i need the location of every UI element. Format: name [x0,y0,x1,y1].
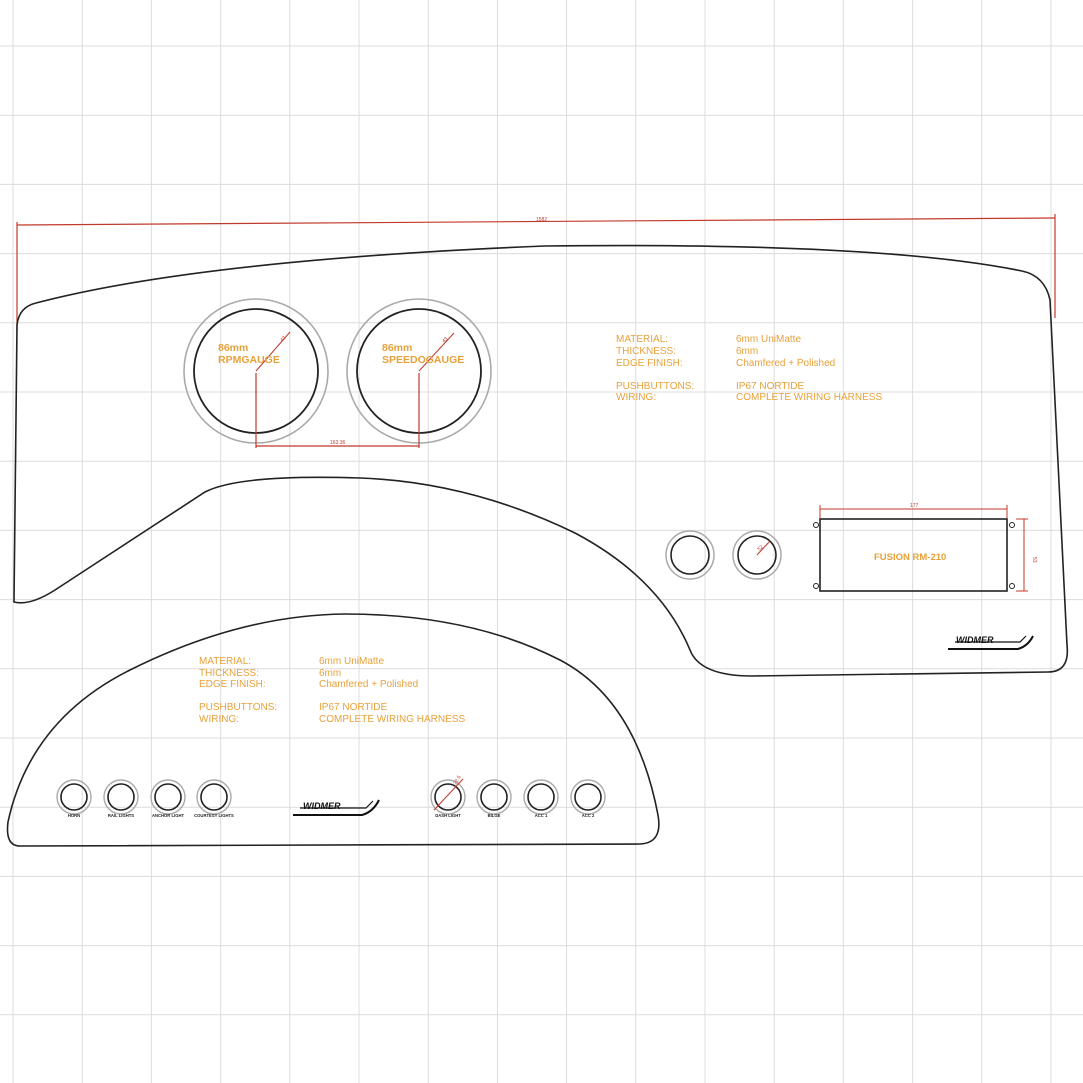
radio-height-dim: 53 [1031,557,1037,563]
overall-dimension [16,214,1056,330]
rpm-radius-dim: 43 [279,335,287,343]
pushbutton: ANCHOR LIGHT [150,779,186,818]
speedo-gauge-name: SPEEDOGAUGE [382,354,464,366]
pushbutton-label: HORN [68,813,80,818]
lower-logo: WIDMER [293,799,380,816]
button-dim-line [433,778,464,811]
gauge-spacing-text: 163.36 [330,440,346,446]
button-dim-text: 22.5 [453,774,463,786]
lower-specs: MATERIAL: 6mm UniMatte THICKNESS: 6mm ED… [199,656,465,725]
lower-wiring-value: COMPLETE WIRING HARNESS [319,714,465,725]
pushbutton: BILGE [476,779,512,818]
small-gauge-left [665,530,715,580]
lower-material-value: 6mm UniMatte [319,656,384,667]
lower-thickness-value: 6mm [319,668,341,679]
pushbutton: COURTESY LIGHTS [194,779,234,818]
upper-material-value: 6mm UniMatte [736,334,801,345]
pushbutton-label: ANCHOR LIGHT [152,813,185,818]
lower-wiring-label: WIRING: [199,714,239,725]
upper-logo: WIDMER [948,635,1034,650]
gauge-spacing-dimension [255,373,420,448]
upper-material-label: MATERIAL: [616,334,668,345]
upper-edge-label: EDGE FINISH: [616,358,683,369]
radio-cutout [813,505,1028,592]
rpm-gauge-name: RPMGAUGE [218,354,280,366]
upper-panel-outline [13,244,1069,677]
lower-edge-label: EDGE FINISH: [199,679,266,690]
pushbutton-label: DASH LIGHT [435,813,461,818]
pushbutton: ACC 1 [523,779,559,818]
lower-pushbuttons-label: PUSHBUTTONS: [199,702,277,713]
speedo-radius-line [418,332,455,372]
speedo-radius-dim: 43 [441,336,449,344]
upper-pushbuttons-label: PUSHBUTTONS: [616,381,694,392]
pushbutton-label: ACC 2 [582,813,595,818]
small-gauge-dim: 52 [756,544,764,552]
upper-thickness-value: 6mm [736,346,758,357]
lower-thickness-label: THICKNESS: [199,668,259,679]
upper-logo-text: WIDMER [956,635,994,645]
rpm-gauge-size: 86mm [218,342,248,354]
pushbutton-row: HORN RAIL LIGHTS ANCHOR LIGHT COURTESY LIGH… [56,779,606,818]
pushbutton: HORN [56,779,92,818]
pushbutton-label: RAIL LIGHTS [108,813,134,818]
pushbutton: RAIL LIGHTS [103,779,139,818]
lower-material-label: MATERIAL: [199,656,251,667]
overall-dimension-text: 1582 [536,217,547,223]
lower-edge-value: Chamfered + Polished [319,679,418,690]
upper-edge-value: Chamfered + Polished [736,358,835,369]
rpm-radius-line [255,331,291,372]
upper-thickness-label: THICKNESS: [616,346,676,357]
speedo-gauge-size: 86mm [382,342,412,354]
upper-wiring-label: WIRING: [616,392,656,403]
upper-wiring-value: COMPLETE WIRING HARNESS [736,392,882,403]
pushbutton-label: BILGE [488,813,501,818]
lower-logo-text: WIDMER [303,801,341,811]
small-gauge-right [732,530,782,580]
pushbutton: DASH LIGHT [430,779,466,818]
upper-pushbuttons-value: IP67 NORTIDE [736,381,804,392]
radio-label: FUSION RM-210 [874,552,946,563]
pushbutton-label: COURTESY LIGHTS [194,813,234,818]
pushbutton: ACC 2 [570,779,606,818]
pushbutton-label: ACC 1 [535,813,548,818]
lower-panel-outline [6,613,660,847]
lower-pushbuttons-value: IP67 NORTIDE [319,702,387,713]
upper-specs: MATERIAL: 6mm UniMatte THICKNESS: 6mm ED… [616,334,882,403]
radio-width-dim: 177 [910,503,919,509]
